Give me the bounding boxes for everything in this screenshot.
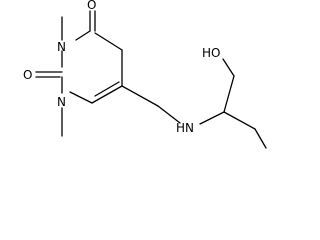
bond-c5-ch2 bbox=[121, 85, 159, 107]
atom-label-amine: HN bbox=[176, 121, 194, 135]
bond-ch-ch2oh bbox=[223, 75, 235, 113]
bond-c6-c5-b bbox=[94, 81, 120, 97]
atom-label-nitrogen-1: N bbox=[57, 95, 66, 109]
bond-c4-ring bbox=[94, 32, 123, 51]
bond-nh-ch bbox=[199, 111, 225, 125]
atom-label-oxygen-left: O bbox=[23, 68, 32, 82]
chemical-structure: O O N N HN HO bbox=[23, 0, 267, 149]
bond-ch2-nh bbox=[157, 105, 181, 124]
bond-ch-ethyl bbox=[223, 111, 256, 130]
bond-c4-n3 bbox=[75, 30, 91, 41]
bond-c6-c5-a bbox=[91, 85, 123, 104]
bond-ch2oh-o bbox=[222, 58, 235, 77]
atom-label-nitrogen-3: N bbox=[57, 40, 66, 54]
atom-label-oxygen-top: O bbox=[87, 0, 96, 12]
bond-ethyl-methyl bbox=[254, 128, 267, 149]
atom-label-hydroxyl: HO bbox=[202, 46, 220, 60]
bond-n1-c6 bbox=[69, 91, 93, 104]
